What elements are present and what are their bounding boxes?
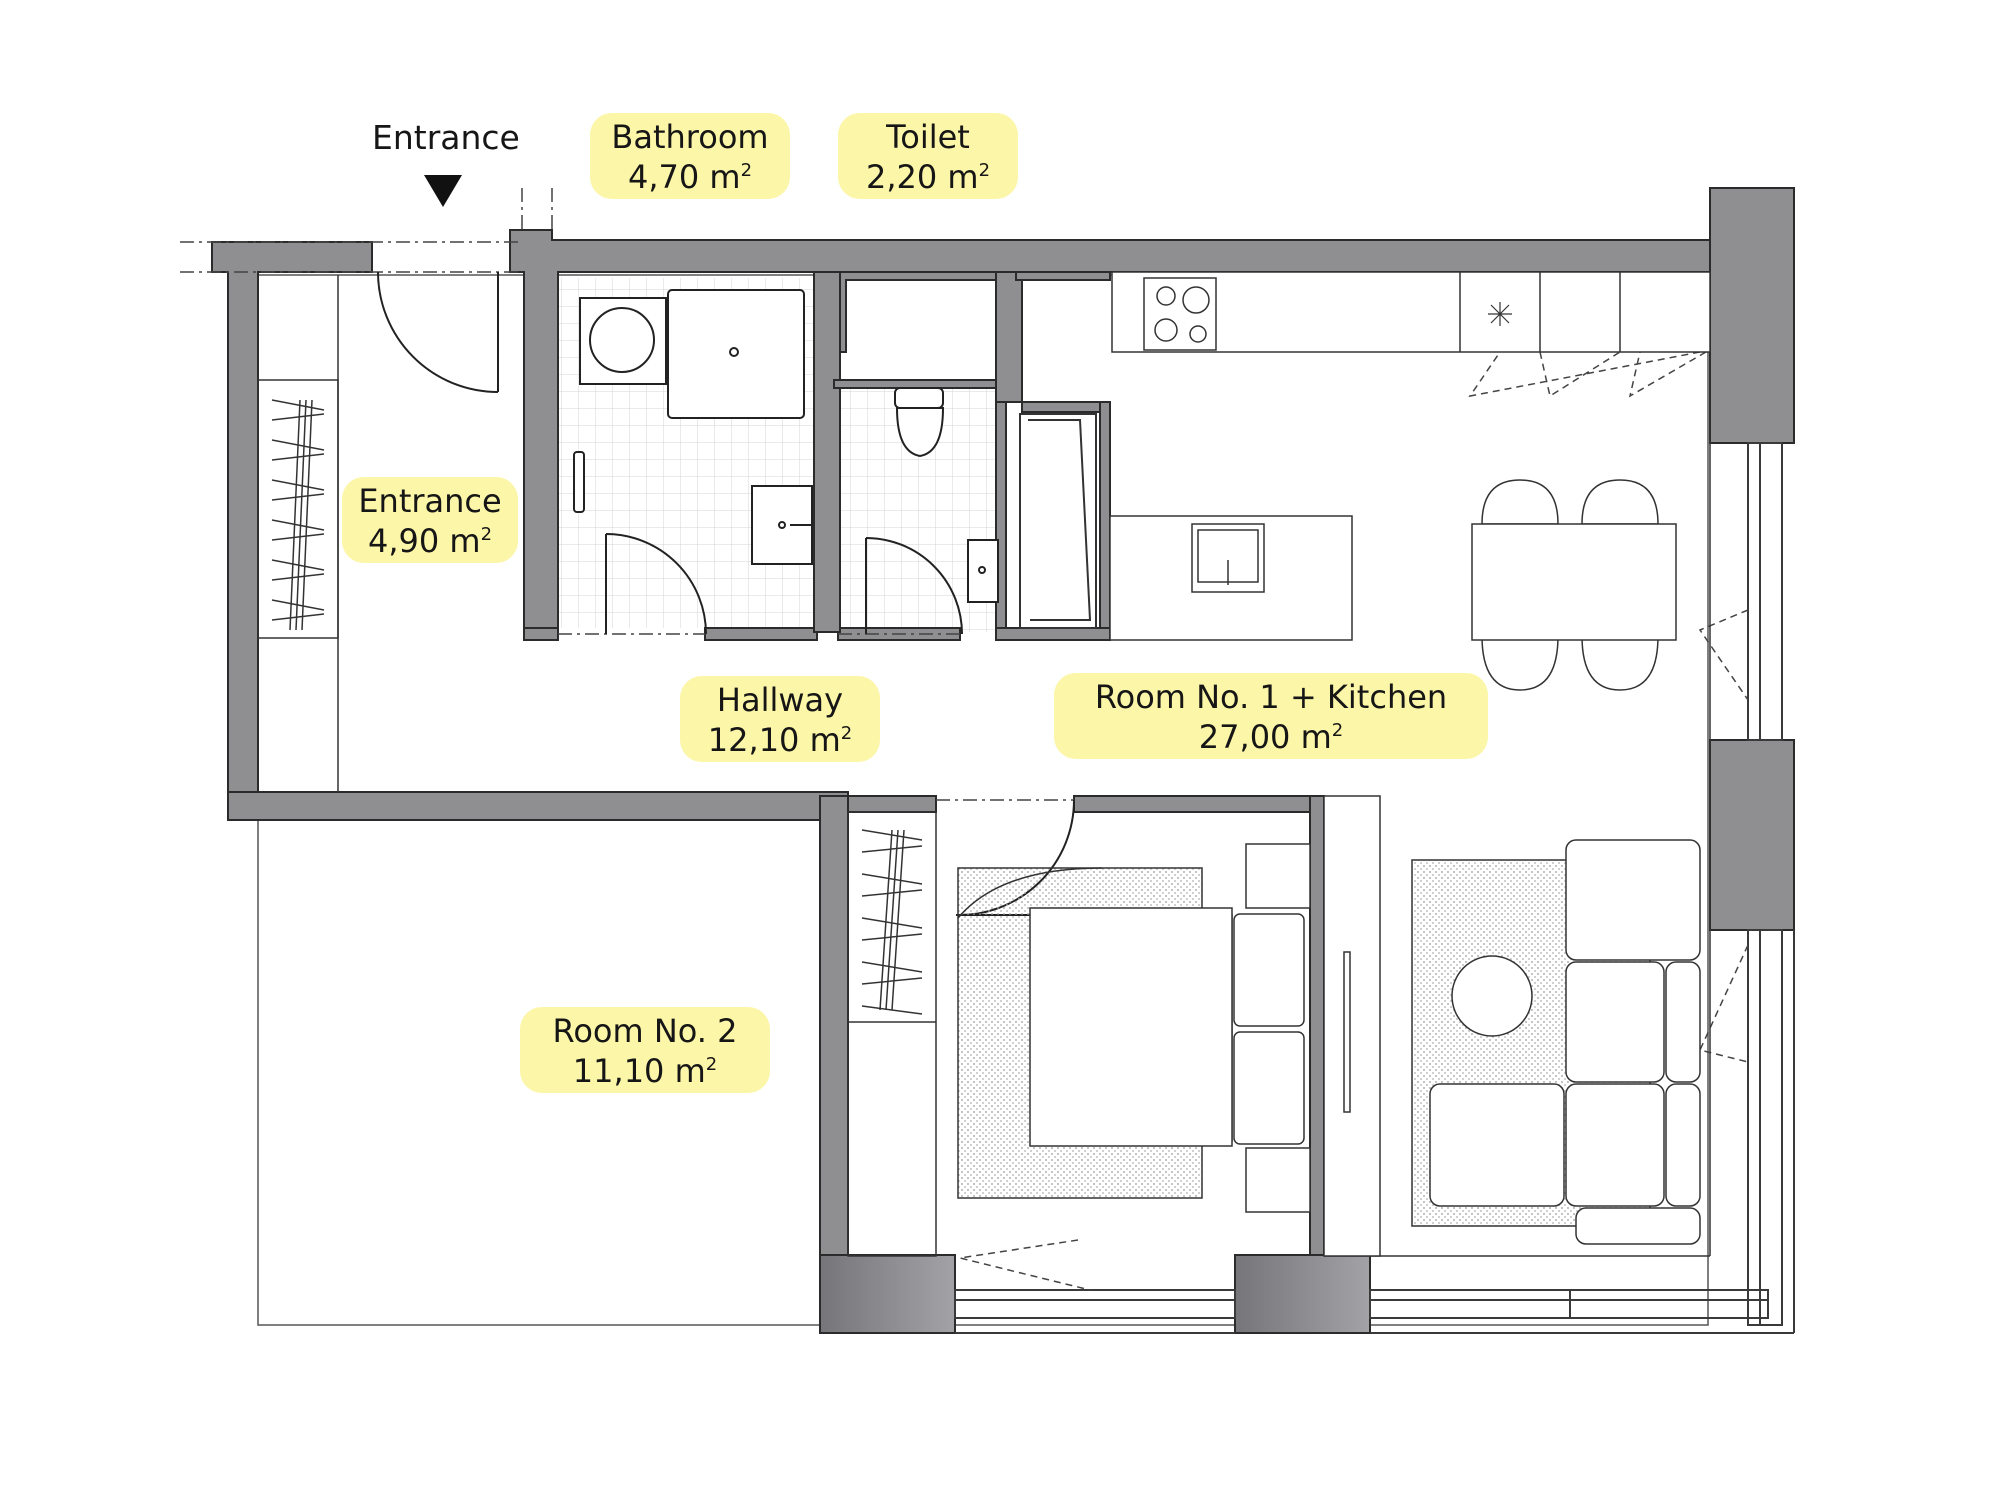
- bed-area: [957, 843, 1311, 1213]
- entrance-arrow-icon: [424, 175, 462, 207]
- room-name: Entrance: [358, 482, 502, 520]
- room-name: Room No. 2: [552, 1012, 738, 1050]
- room-label-toilet: Toilet 2,20 m2: [838, 113, 1018, 199]
- pillow-bottom: [1233, 1031, 1305, 1145]
- room-label-entrance: Entrance 4,90 m2: [342, 477, 518, 563]
- entrance-wardrobe: [257, 275, 339, 792]
- bedroom-wardrobe: [847, 811, 937, 1257]
- room-area: 4,90 m2: [367, 522, 493, 560]
- kitchen-island: [1109, 515, 1353, 641]
- room-area: 4,70 m2: [627, 158, 753, 196]
- entrance-marker-label: Entrance: [372, 118, 520, 157]
- dining-table: [1471, 523, 1677, 641]
- nightstand-bottom: [1245, 1147, 1311, 1213]
- shaft-box: [1019, 413, 1097, 629]
- bathroom-fixtures: [573, 289, 813, 565]
- room-area: 2,20 m2: [865, 158, 991, 196]
- window-swings: [959, 351, 1749, 1291]
- cooktop: [1143, 277, 1217, 351]
- windows: [954, 442, 1795, 1334]
- room-area: 12,10 m2: [707, 721, 853, 759]
- room-area: 27,00 m2: [1198, 718, 1344, 756]
- room-name: Hallway: [716, 681, 844, 719]
- dining-set: [1471, 479, 1677, 691]
- room-name: Room No. 1 + Kitchen: [1094, 678, 1448, 716]
- toilet-sink: [967, 539, 999, 603]
- towel-rail: [573, 451, 585, 513]
- coffee-table: [1451, 955, 1533, 1037]
- room-name: Toilet: [886, 118, 970, 156]
- room-label-room1-kitchen: Room No. 1 + Kitchen 27,00 m2: [1054, 673, 1488, 759]
- room-label-hallway: Hallway 12,10 m2: [680, 676, 880, 762]
- tv-unit: [1323, 795, 1381, 1257]
- nightstand-top: [1245, 843, 1311, 909]
- room-label-bathroom: Bathroom 4,70 m2: [590, 113, 790, 199]
- walls: [211, 187, 1795, 1334]
- room-name: Bathroom: [611, 118, 769, 156]
- kitchen-counter: [1111, 271, 1711, 353]
- pillow-top: [1233, 913, 1305, 1027]
- living-area: [1324, 356, 1711, 1257]
- room-area: 11,10 m2: [572, 1052, 718, 1090]
- toilet-fixtures: [894, 387, 999, 603]
- room-label-room2: Room No. 2 11,10 m2: [520, 1007, 770, 1093]
